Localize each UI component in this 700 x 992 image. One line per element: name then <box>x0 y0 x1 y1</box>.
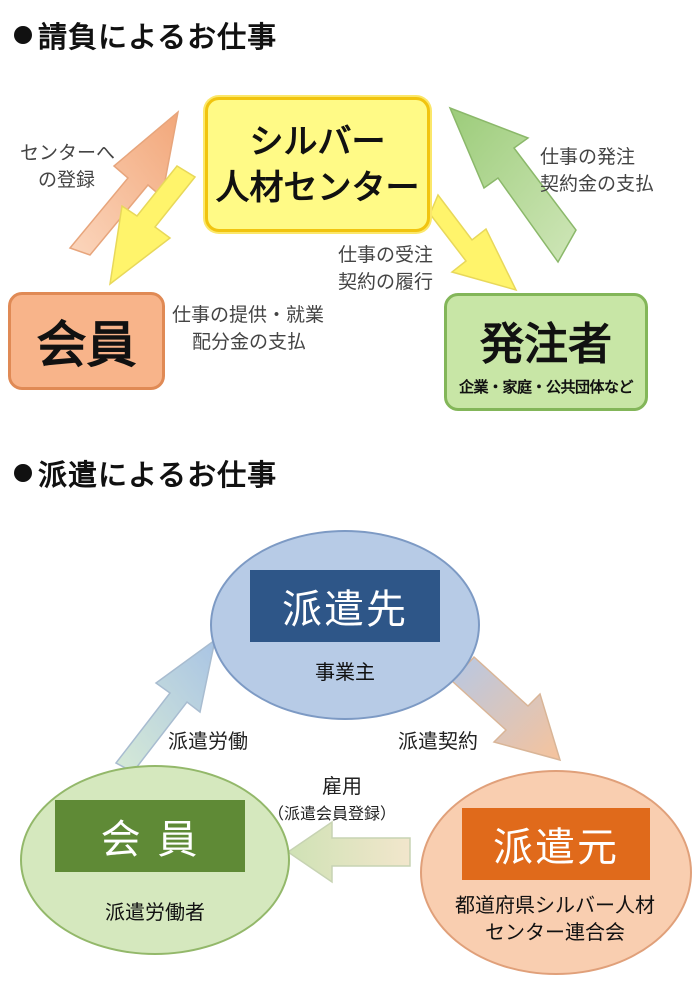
arrow-labor <box>114 638 217 773</box>
arrow-center-to-orderer <box>429 193 518 292</box>
arrow-dispatch-contract <box>450 655 562 762</box>
arrow-member-to-center <box>68 110 180 256</box>
destination-label: 派遣先 <box>250 570 440 642</box>
note-order: 仕事の発注 契約金の支払 <box>540 146 655 195</box>
employment-sublabel: （派遣会員登録） <box>268 804 397 823</box>
source-caption: 都道府県シルバー人材 センター連合会 <box>455 893 655 944</box>
note-provide: 仕事の提供・就業 配分金の支払 <box>172 304 325 353</box>
source-label: 派遣元 <box>462 808 650 880</box>
dispatch-section-title: 派遣によるお仕事 <box>14 452 277 494</box>
employment-label: 雇用 <box>322 774 362 798</box>
member-box: 会員 <box>8 292 165 390</box>
labor-label: 派遣労働 <box>168 729 248 753</box>
bullet-icon <box>14 26 32 44</box>
silver-center-box: シルバー 人材センター <box>205 97 430 232</box>
arrow-orderer-to-center <box>448 106 577 264</box>
note-receive: 仕事の受注 契約の履行 <box>338 244 434 293</box>
arrow-center-to-member <box>108 165 197 286</box>
arrow-employment <box>286 820 411 884</box>
contract-section-title: 請負によるお仕事 <box>14 14 277 56</box>
member-caption: 派遣労働者 <box>105 900 205 924</box>
note-register: センターへ の登録 <box>20 142 116 191</box>
bullet-icon <box>14 464 32 482</box>
orderer-box: 発注者 企業・家庭・公共団体など <box>444 293 648 411</box>
member-label: 会 員 <box>55 800 245 872</box>
dispatch-contract-label: 派遣契約 <box>398 729 478 753</box>
destination-caption: 事業主 <box>315 660 375 684</box>
